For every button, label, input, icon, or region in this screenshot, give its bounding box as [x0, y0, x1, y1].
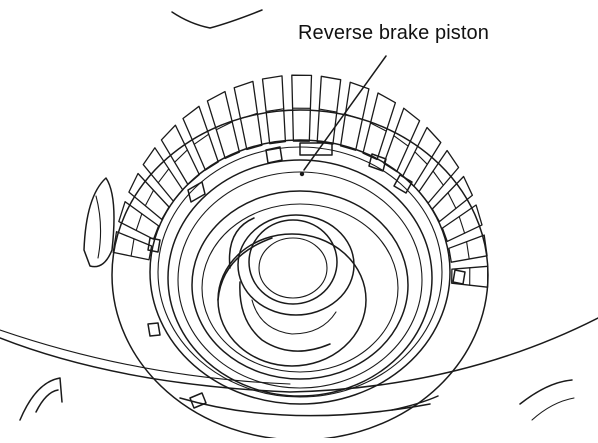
reverse-brake-piston: [168, 160, 432, 396]
drum-tooth: [234, 81, 262, 149]
housing-cutaway: [20, 378, 574, 420]
retaining-lug: [84, 178, 114, 267]
drum-tooth: [341, 82, 369, 150]
clutch-drum-teeth: [113, 75, 488, 287]
housing-outline: [0, 10, 598, 416]
callout-label: Reverse brake piston: [298, 22, 489, 45]
snap-ring-notches: [148, 143, 465, 408]
inner-hub: [218, 215, 366, 366]
